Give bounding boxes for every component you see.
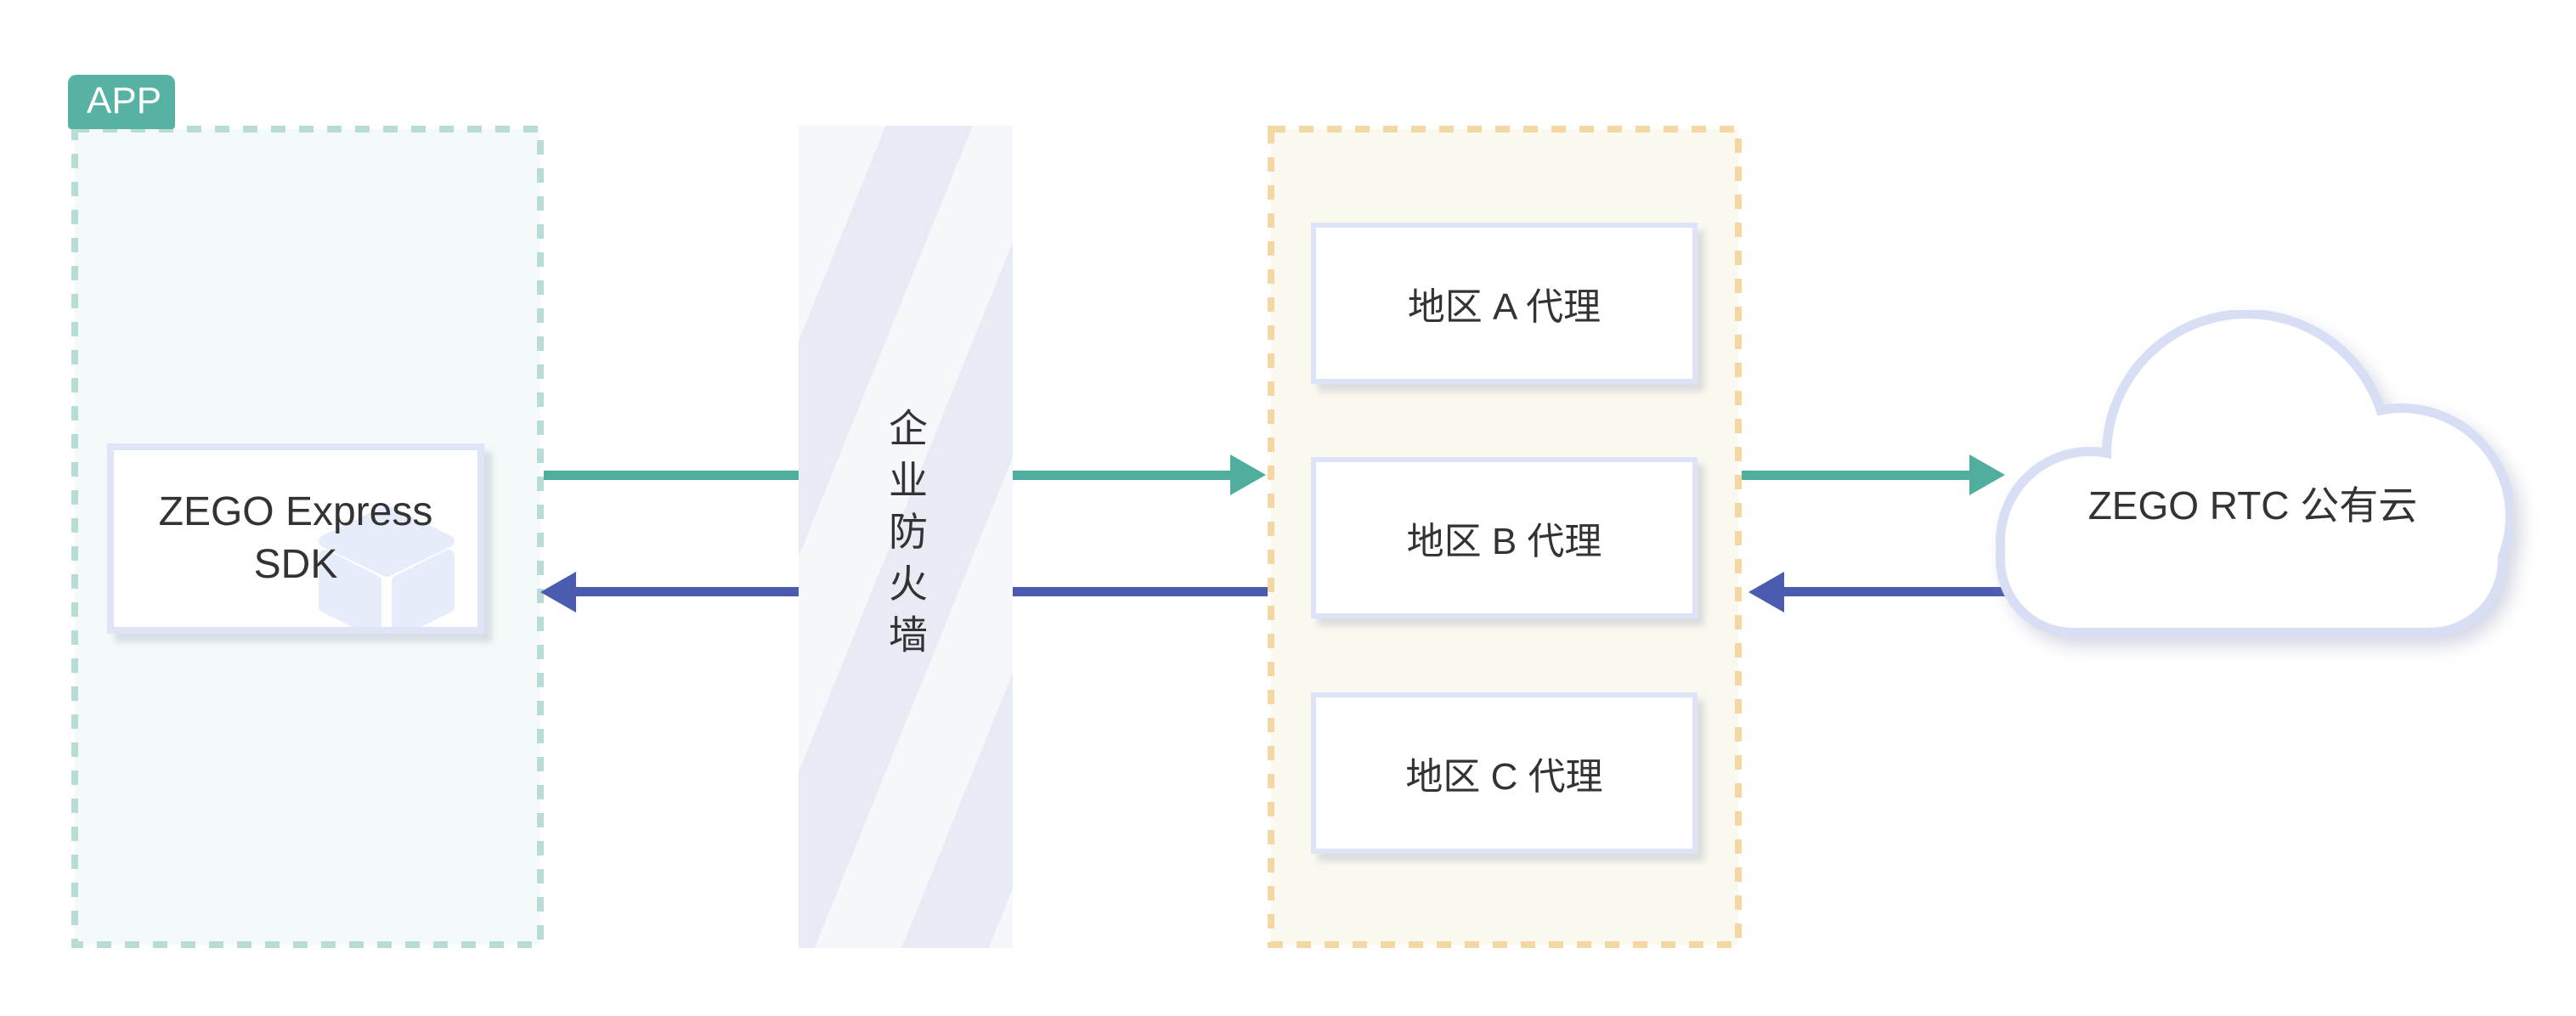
proxy-box-region-c: 地区 C 代理 [1311,692,1698,854]
uplink-arrow-line-right [1742,471,1969,480]
proxy-box-region-b: 地区 B 代理 [1311,457,1698,618]
downlink-arrow-head-left [540,572,576,612]
uplink-arrow-head-right [1969,454,2005,495]
firewall-bar: 企业防火墙 [799,126,1013,948]
uplink-arrow-head-left [1230,454,1266,495]
cloud-label: ZEGO RTC 公有云 [2087,483,2418,528]
app-tag: APP [68,75,175,129]
proxy-box-region-a: 地区 A 代理 [1311,223,1698,384]
downlink-arrow-line-right [1784,587,2015,596]
downlink-arrow-head-right [1748,572,1784,612]
cloud-icon [1996,309,2515,637]
sdk-box-label: ZEGO Express SDK [158,489,433,587]
zego-express-sdk-box: ZEGO Express SDK [107,443,484,634]
cube-icon [319,505,455,627]
firewall-label: 企业防火墙 [884,408,928,666]
zego-rtc-cloud: ZEGO RTC 公有云 [1992,309,2515,639]
